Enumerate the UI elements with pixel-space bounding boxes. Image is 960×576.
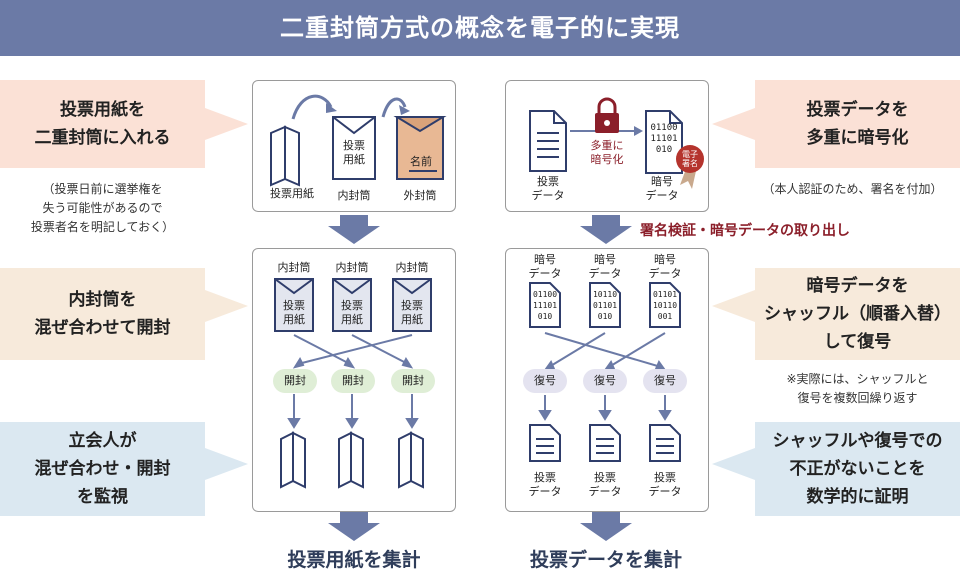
inner-envelope-label: 内封筒: [395, 261, 429, 274]
callout-text: シャッフルや復号での 不正がないことを 数学的に証明: [772, 431, 943, 507]
envelope-illustration: [270, 94, 447, 187]
signature-check-note: 署名検証・暗号データの取り出し: [640, 223, 850, 239]
inner-envelope-icon: [332, 116, 376, 180]
ballot-icon: [270, 125, 300, 187]
callout-text: 立会人が 混ぜ合わせ・開封 を監視: [34, 431, 171, 507]
envelope-content: 投票 用紙: [341, 299, 363, 326]
multi-encrypt-label: 多重に 暗号化: [590, 139, 624, 166]
callout-note: （投票日前に選挙権を 失う可能性があるので 投票者名を明記しておく）: [30, 182, 175, 234]
document-icon: [529, 110, 567, 172]
enc-data-label: 暗号 データ: [588, 253, 622, 280]
callout-double-envelope: 投票用紙を 二重封筒に入れる: [0, 80, 205, 168]
callout-proof: シャッフルや復号での 不正がないことを 数学的に証明: [755, 422, 960, 516]
inner-envelope-label: 内封筒: [335, 261, 369, 274]
inner-envelope-label: 内封筒: [277, 261, 311, 274]
vote-data-label: 投票 データ: [648, 471, 682, 498]
decrypt-step: 復号: [523, 369, 567, 393]
digital-encrypt-panel: 投票 データ 多重に 暗号化 01100 11101 010 暗号 データ 電子…: [505, 80, 709, 212]
vote-data-label: 投票 データ: [531, 175, 565, 202]
lock-icon: [595, 97, 619, 133]
callout-text: 内封筒を 混ぜ合わせて開封: [34, 290, 171, 338]
callout-text: 投票データを 多重に暗号化: [806, 100, 909, 148]
shuffle-illustration: [529, 282, 681, 462]
paper-envelope-panel: 投票 用紙 名前 投票用紙 内封筒 外封筒: [252, 80, 456, 212]
enc-bits: 10110 01101 010: [592, 290, 618, 321]
envelope-content: 投票 用紙: [401, 299, 423, 326]
callout-note: ※実際には、シャッフルと 復号を複数回繰り返す: [786, 372, 929, 405]
vote-data-label: 投票 データ: [588, 471, 622, 498]
open-step: 開封: [391, 369, 435, 393]
outer-envelope-label: 外封筒: [403, 189, 437, 202]
outer-envelope-name: 名前: [410, 155, 432, 168]
paper-open-panel: 内封筒 内封筒 内封筒 投票 用紙 投票 用紙 投票 用紙 開封 開封 開封: [252, 248, 456, 512]
decrypt-step: 復号: [643, 369, 687, 393]
envelope-content: 投票 用紙: [283, 299, 305, 326]
inner-envelope-label: 内封筒: [337, 189, 371, 202]
seal-label: 電子 署名: [682, 150, 698, 168]
enc-data-label: 暗号 データ: [645, 175, 679, 202]
callout-text: 暗号データを シャッフル（順番入替） して復号: [764, 276, 951, 352]
digital-shuffle-panel: 暗号 データ 暗号 データ 暗号 データ 01100 11101 010 101…: [505, 248, 709, 512]
page-title: 二重封筒方式の概念を電子的に実現: [0, 0, 960, 56]
callout-mix-open: 内封筒を 混ぜ合わせて開封: [0, 268, 205, 360]
outer-envelope-icon: [393, 116, 447, 180]
enc-data-label: 暗号 データ: [528, 253, 562, 280]
callout-witness: 立会人が 混ぜ合わせ・開封 を監視: [0, 422, 205, 516]
enc-bits: 01100 11101 010: [650, 123, 678, 155]
decrypt-step: 復号: [583, 369, 627, 393]
encrypt-illustration: [529, 97, 704, 189]
tally-data-label: 投票データを集計: [529, 549, 682, 571]
paper-open-illustration: [274, 278, 432, 489]
callout-text: 投票用紙を 二重封筒に入れる: [34, 100, 171, 148]
callout-multi-encrypt: 投票データを 多重に暗号化: [755, 80, 960, 168]
tally-paper-label: 投票用紙を集計: [287, 549, 421, 571]
open-step: 開封: [273, 369, 317, 393]
callout-shuffle-decrypt: 暗号データを シャッフル（順番入替） して復号: [755, 268, 960, 360]
inner-envelope-content: 投票 用紙: [343, 139, 365, 166]
enc-bits: 01100 11101 010: [532, 290, 558, 321]
callout-note: （本人認証のため、署名を付加）: [762, 182, 943, 196]
vote-data-label: 投票 データ: [528, 471, 562, 498]
signature-seal-icon: [676, 145, 704, 189]
open-step: 開封: [331, 369, 375, 393]
ballot-label: 投票用紙: [270, 187, 314, 200]
enc-bits: 01101 10110 001: [652, 290, 678, 321]
enc-data-label: 暗号 データ: [648, 253, 682, 280]
